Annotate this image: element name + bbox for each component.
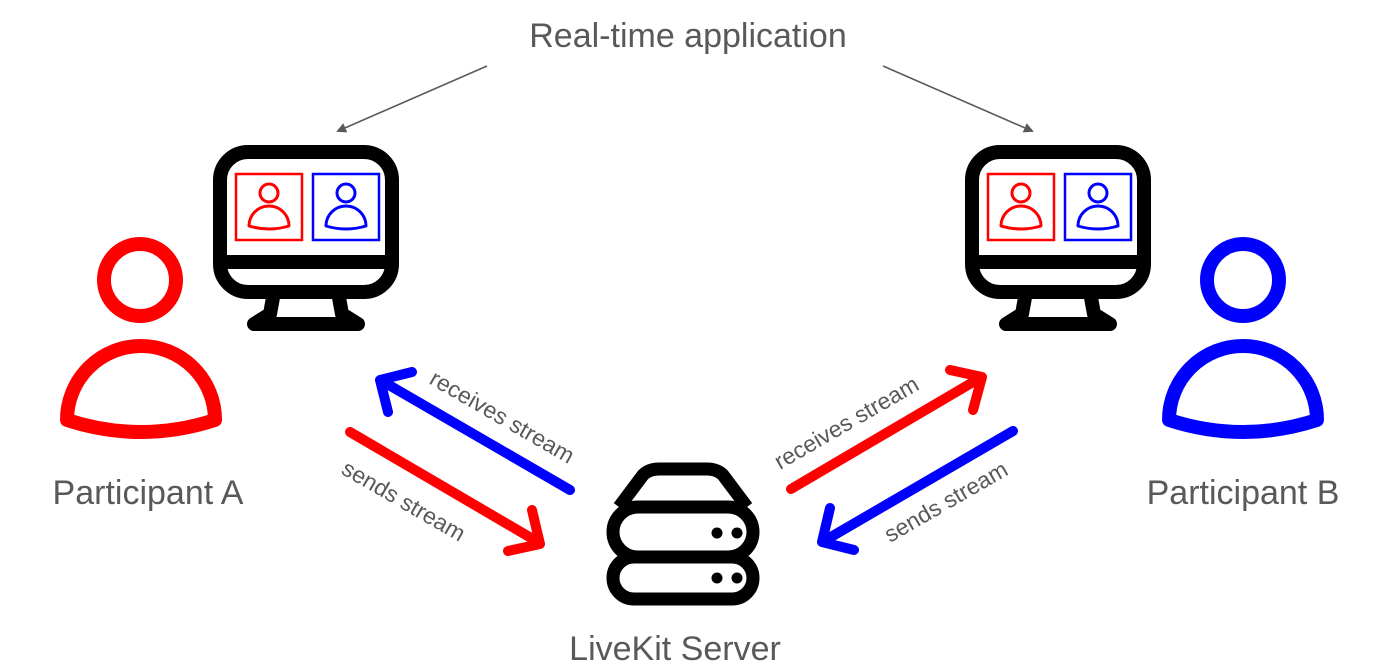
arrow-b-sends-stream (817, 426, 1018, 555)
arrow-b-receives-stream (786, 365, 987, 494)
participant-b-label: Participant B (1147, 474, 1340, 512)
pointer-arrow-right (882, 65, 1034, 133)
server-icon (606, 462, 760, 606)
server-label: LiveKit Server (569, 630, 781, 668)
participant-a-label: Participant A (53, 474, 244, 512)
monitor-icon-b (972, 152, 1144, 324)
title-label: Real-time application (529, 17, 847, 55)
participant-a-user-icon (60, 237, 222, 439)
video-tile-blue (1063, 172, 1133, 242)
pointer-arrow-left (336, 65, 488, 133)
arrow-a-receives-stream (375, 367, 575, 495)
video-tile-red (986, 172, 1056, 242)
participant-b-user-icon (1162, 237, 1324, 439)
arrow-a-sends-stream (345, 427, 545, 556)
video-tile-red (234, 172, 304, 242)
video-tile-blue (311, 172, 381, 242)
monitor-icon-a (220, 152, 392, 324)
